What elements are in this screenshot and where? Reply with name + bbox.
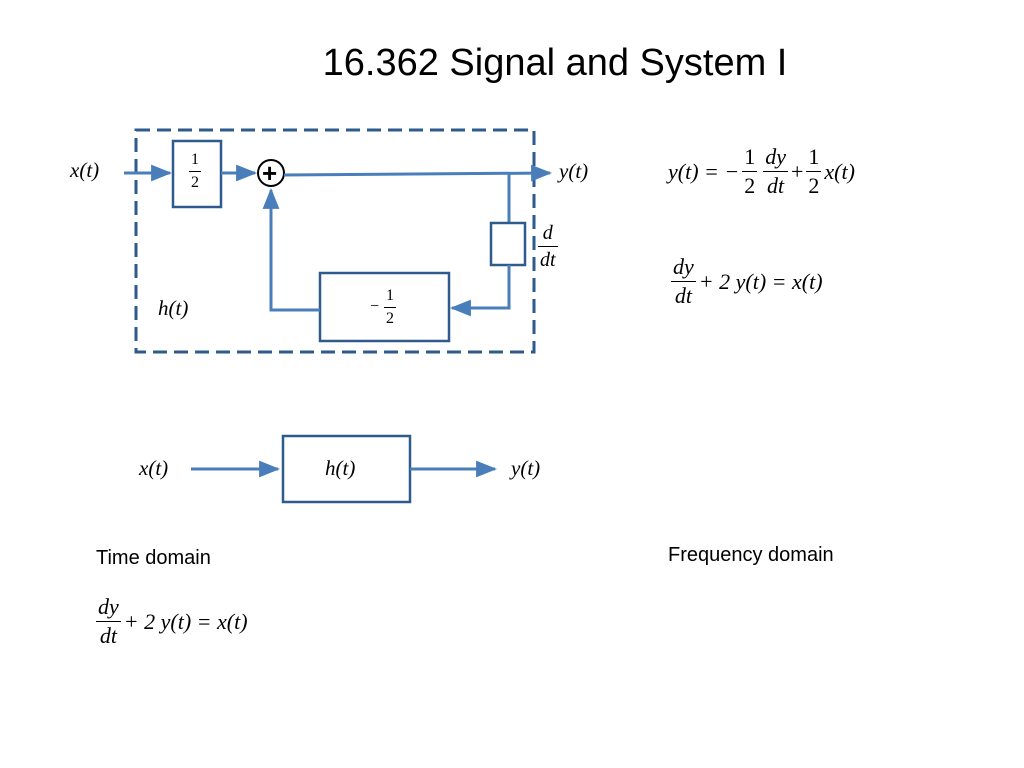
gain-fraction: 1 2 bbox=[189, 152, 201, 191]
system-label: h(t) bbox=[158, 296, 189, 320]
eq3-den: dt bbox=[99, 623, 117, 648]
eq1-f2-den: dt bbox=[767, 173, 785, 198]
input-label: x(t) bbox=[70, 158, 100, 182]
equation-3: dy dt + 2 y(t) = x(t) bbox=[93, 596, 248, 647]
time-domain-label: Time domain bbox=[96, 547, 211, 569]
gain-denominator: 2 bbox=[191, 174, 199, 191]
eq1-plus: + bbox=[791, 158, 804, 184]
eq1-fraction-2: dy dt bbox=[763, 146, 788, 197]
simple-input-label: x(t) bbox=[139, 456, 169, 480]
eq3-num: dy bbox=[98, 594, 119, 619]
equation-2: dy dt + 2 y(t) = x(t) bbox=[668, 256, 823, 307]
simple-system-block bbox=[281, 434, 412, 504]
simple-output-label: y(t) bbox=[511, 456, 541, 480]
eq1-fraction-3: 1 2 bbox=[806, 144, 822, 198]
eq1-lhs: y(t) = − bbox=[668, 158, 740, 184]
gain-numerator: 1 bbox=[191, 151, 199, 168]
eq3-rest: + 2 y(t) = x(t) bbox=[123, 608, 248, 634]
eq1-f1-num: 1 bbox=[744, 144, 756, 169]
frequency-domain-label: Frequency domain bbox=[668, 544, 834, 566]
eq2-num: dy bbox=[673, 254, 694, 279]
equation-1: y(t) = − 1 2 dy dt + 1 2 x(t) bbox=[668, 146, 855, 197]
summer-junction bbox=[257, 159, 285, 187]
eq1-fraction-1: 1 2 bbox=[742, 144, 758, 198]
feedback-sign: − bbox=[370, 298, 380, 315]
output-label: y(t) bbox=[559, 159, 589, 183]
system-boundary bbox=[134, 128, 536, 354]
eq3-fraction: dy dt bbox=[96, 596, 121, 647]
feedback-to-summer-wire bbox=[262, 187, 320, 312]
feedback-fraction: 1 2 bbox=[384, 288, 396, 327]
eq2-fraction: dy dt bbox=[671, 256, 696, 307]
derivative-numerator: d bbox=[542, 222, 553, 244]
feedback-denominator: 2 bbox=[386, 310, 394, 327]
eq1-f3-den: 2 bbox=[808, 173, 820, 198]
eq1-f2-num: dy bbox=[765, 144, 786, 169]
page-title: 16.362 Signal and System I bbox=[322, 42, 788, 84]
derivative-fraction: d dt bbox=[538, 223, 558, 270]
feedback-numerator: 1 bbox=[386, 287, 394, 304]
derivative-denominator: dt bbox=[540, 249, 556, 271]
eq1-f1-den: 2 bbox=[744, 173, 756, 198]
summer-plus-sign: + bbox=[262, 158, 278, 188]
eq2-den: dt bbox=[674, 283, 692, 308]
eq1-f3-num: 1 bbox=[808, 144, 820, 169]
derivative-block bbox=[489, 221, 527, 267]
summer-to-output-wire bbox=[283, 164, 553, 182]
simple-system-label: h(t) bbox=[325, 456, 356, 480]
derivative-to-feedback-wire bbox=[449, 265, 511, 317]
eq2-rest: + 2 y(t) = x(t) bbox=[698, 268, 823, 294]
eq1-rhs: x(t) bbox=[824, 158, 855, 184]
